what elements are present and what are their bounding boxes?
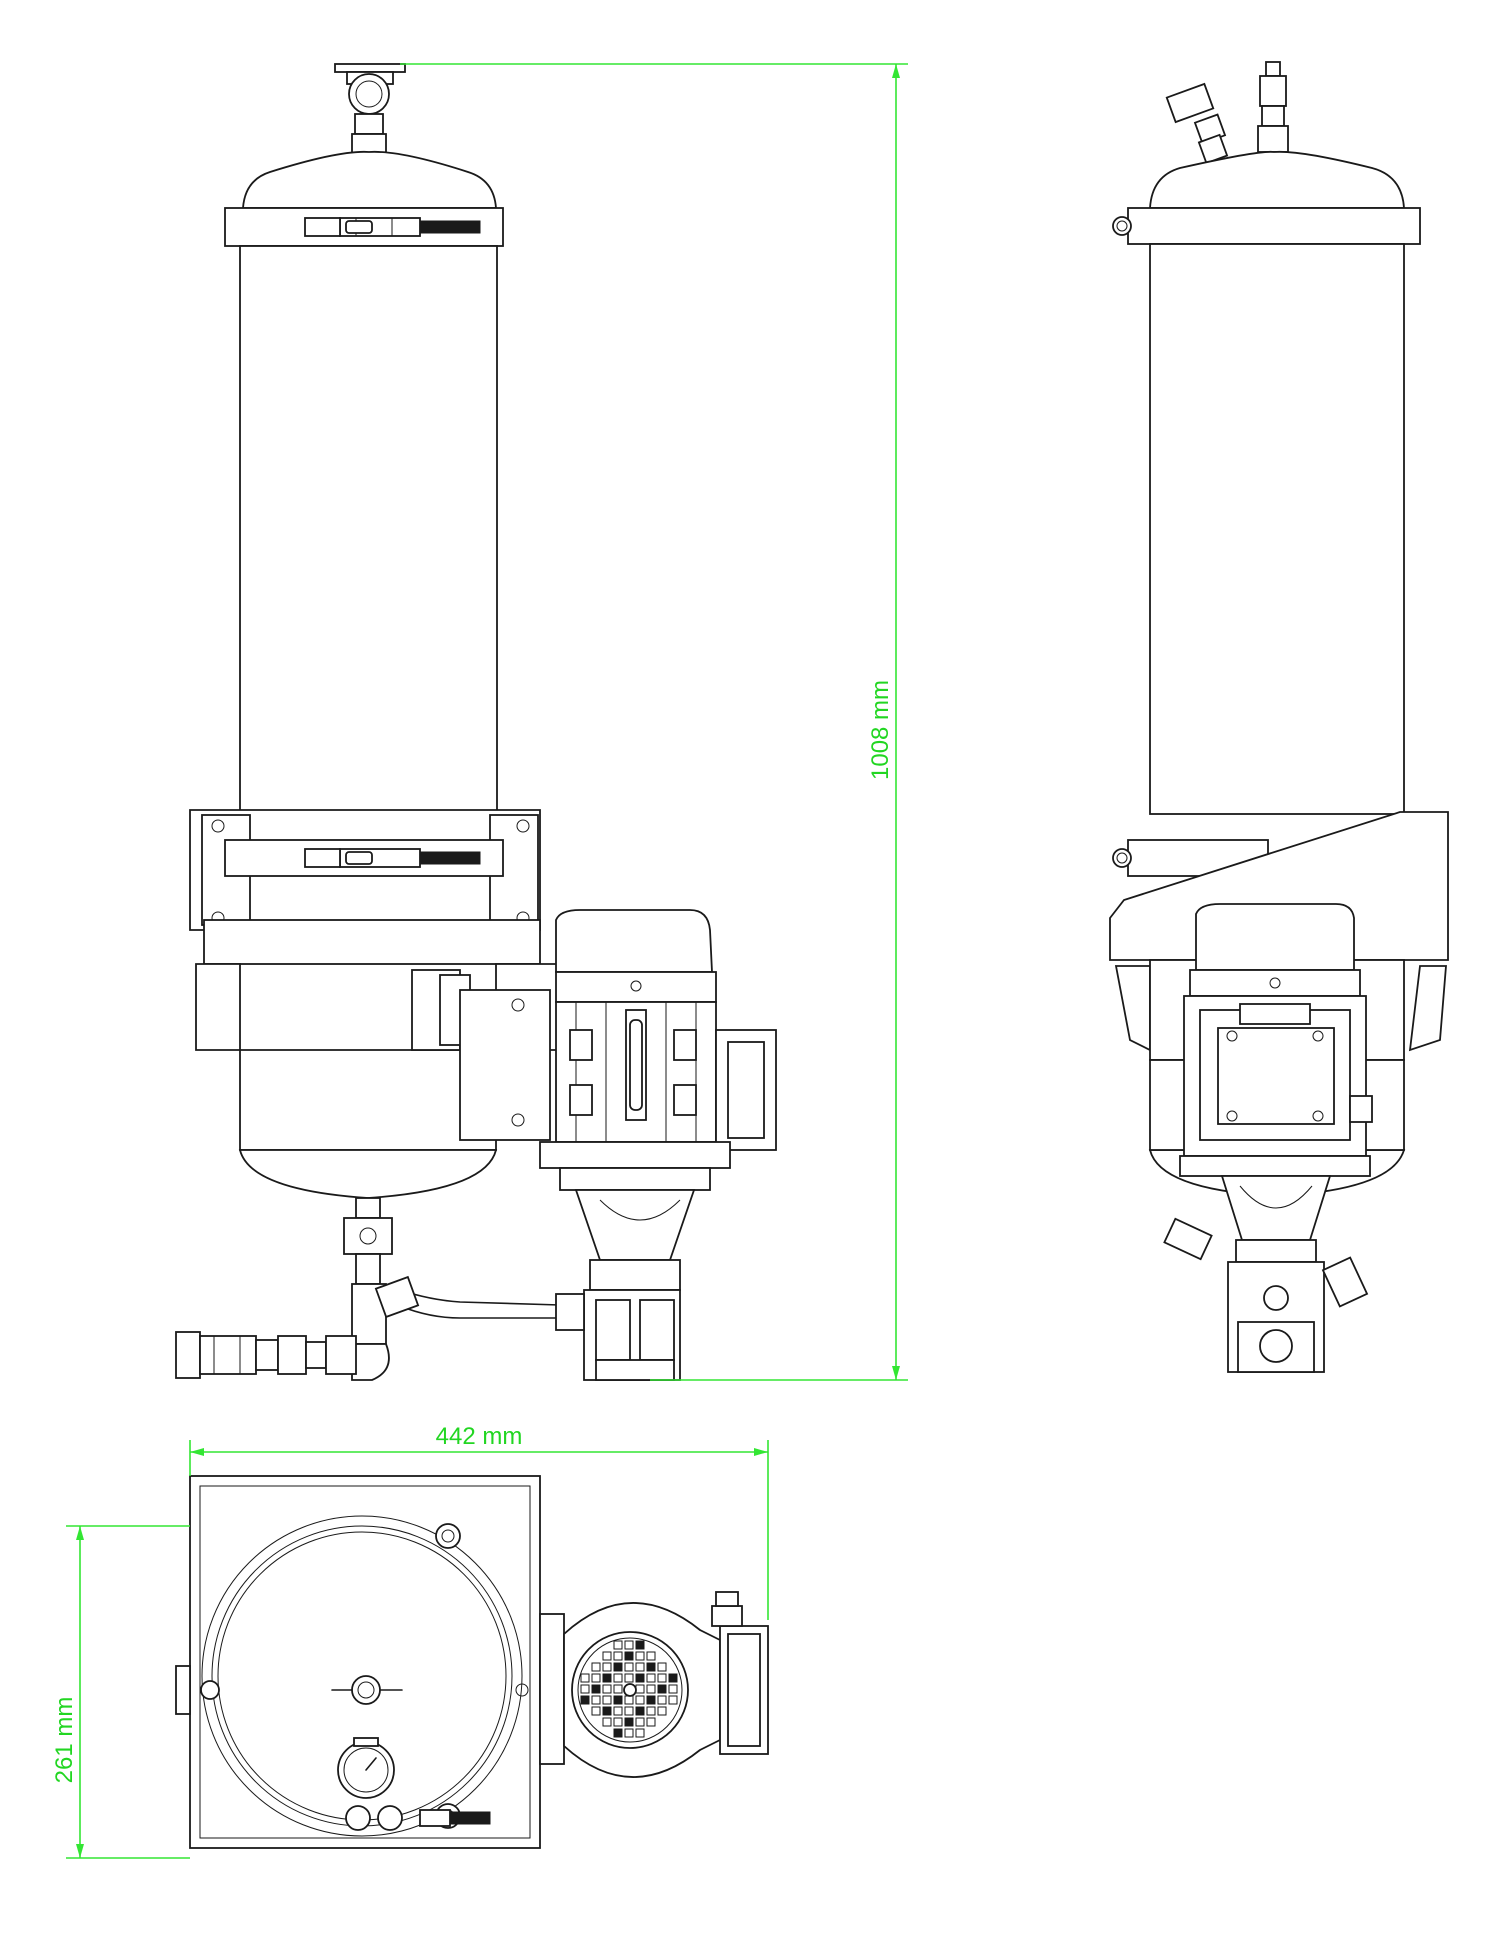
fan-grille-slot [602, 1717, 612, 1727]
fan-grille-slot [635, 1706, 645, 1716]
fan-grille-slot [580, 1684, 590, 1694]
fan-grille-slot [635, 1695, 645, 1705]
fan-grille-slot [646, 1684, 656, 1694]
side-vessel [1149, 243, 1405, 815]
filter-vessel [239, 245, 498, 817]
fan-grille-slot [657, 1673, 667, 1683]
fan-grille-slot [591, 1662, 601, 1672]
fan-grille-slot [613, 1662, 623, 1672]
fan-grille-slot [591, 1695, 601, 1705]
fan-grille-slot [624, 1728, 634, 1738]
fan-grille-slot [591, 1673, 601, 1683]
pressure-gauge-side [1165, 82, 1229, 165]
fan-grille-slot [624, 1706, 634, 1716]
motor [539, 909, 777, 1191]
side-view [1109, 61, 1449, 1373]
fan-grille-slot [657, 1706, 667, 1716]
front-view: 1008 mm [175, 63, 908, 1381]
upper-clamp-bolt [304, 217, 481, 237]
side-motor [1179, 903, 1373, 1177]
fan-grille-slot [591, 1684, 601, 1694]
fan-grille-slot [668, 1695, 678, 1705]
side-dome-top [1149, 150, 1405, 209]
vessel-outer-ring [201, 1515, 523, 1837]
fan-grille-slot [646, 1717, 656, 1727]
fan-grille-slot [613, 1717, 623, 1727]
fan-grille-slot [613, 1684, 623, 1694]
fan-grille-slot [602, 1684, 612, 1694]
vent-valve-side [1257, 61, 1289, 153]
fan-grille-slot [624, 1673, 634, 1683]
motor-fan-cover [539, 1591, 769, 1778]
fan-grille-slot [646, 1651, 656, 1661]
width-dimension: 442 mm [189, 1423, 769, 1620]
pressure-gauge [337, 1737, 395, 1799]
side-pump [1163, 1175, 1369, 1373]
lower-clamp-bolt [304, 848, 481, 868]
fan-grille-slot [624, 1662, 634, 1672]
side-mounting-bracket [1109, 811, 1449, 961]
fan-grille-slot [635, 1728, 645, 1738]
side-upper-clamp [1127, 207, 1421, 245]
width-dimension-label: 442 mm [436, 1423, 523, 1450]
fan-grille-slot [657, 1684, 667, 1694]
fan-grille-slot [635, 1640, 645, 1650]
depth-dimension: 261 mm [51, 1525, 190, 1859]
top-valve-plan [331, 1675, 403, 1705]
fan-grille-slot [602, 1695, 612, 1705]
fan-grille-slot [624, 1640, 634, 1650]
fan-grille-slot [591, 1706, 601, 1716]
fan-grille-slot [624, 1651, 634, 1661]
fan-grille-slot [635, 1662, 645, 1672]
fan-grille-slot [635, 1673, 645, 1683]
fan-grille-slot [613, 1695, 623, 1705]
fan-grille-slot [580, 1695, 590, 1705]
height-dimension-label: 1008 mm [867, 680, 894, 780]
fan-grille-slot [613, 1640, 623, 1650]
inlet-fitting [175, 1331, 357, 1379]
fan-grille-slot [635, 1651, 645, 1661]
fan-grille-slot [657, 1662, 667, 1672]
fan-grille-slot [613, 1651, 623, 1661]
top-clamp-bolt [345, 1805, 491, 1831]
top-vent-valve [334, 63, 406, 157]
suction-hose [399, 1289, 561, 1306]
fan-grille-slot [602, 1662, 612, 1672]
fan-grille-slot [668, 1673, 678, 1683]
fan-grille-slot [646, 1662, 656, 1672]
height-dimension: 1008 mm [400, 63, 908, 1381]
top-view: 442 mm 261 mm [51, 1423, 769, 1859]
fan-grille-slot [646, 1673, 656, 1683]
fan-grille-slot [613, 1673, 623, 1683]
fan-grille-slot [668, 1684, 678, 1694]
pump [574, 1189, 696, 1381]
fan-grille-slot [646, 1706, 656, 1716]
fan-grille-slot [646, 1695, 656, 1705]
fan-grille-slot [657, 1695, 667, 1705]
fan-grille-slot [635, 1717, 645, 1727]
fan-grille-slot [613, 1706, 623, 1716]
fan-grille-slot [580, 1673, 590, 1683]
fan-grille-slot [613, 1728, 623, 1738]
fan-grille-slot [602, 1651, 612, 1661]
fan-grille-slot [624, 1717, 634, 1727]
fan-grille-slot [602, 1706, 612, 1716]
fan-grille-slot [602, 1673, 612, 1683]
filter-dome-top [242, 150, 497, 209]
depth-dimension-label: 261 mm [51, 1697, 78, 1784]
